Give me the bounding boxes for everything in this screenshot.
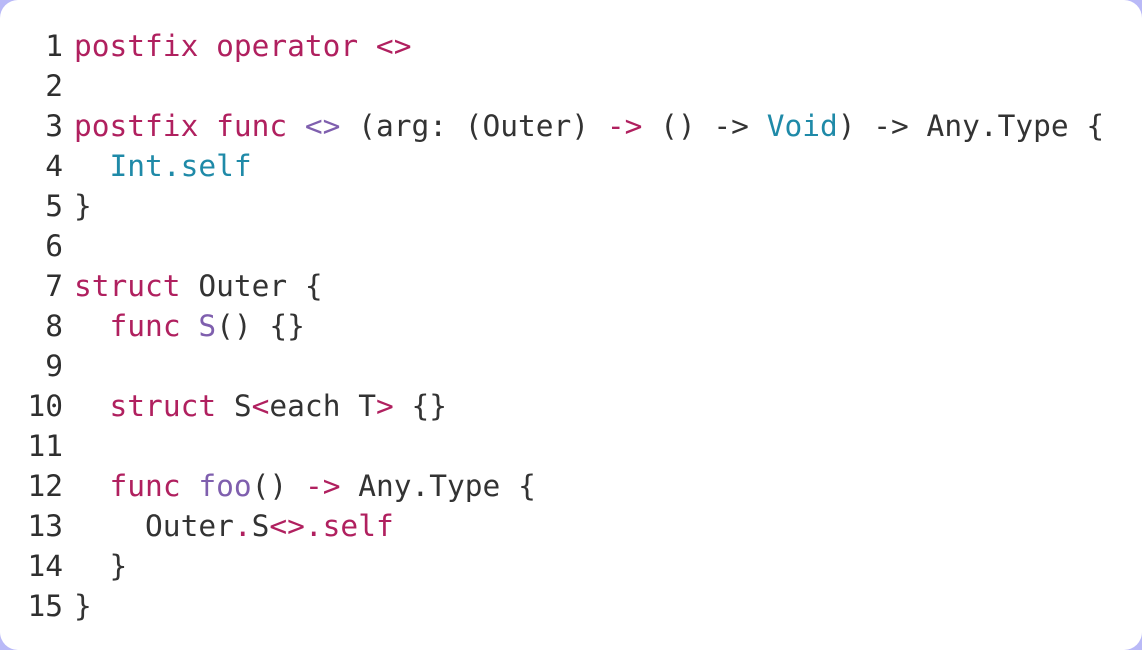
- code-token: Void: [766, 109, 838, 143]
- code-line: 1 postfix operator <>: [0, 26, 1104, 66]
- line-number: 2: [45, 69, 63, 103]
- line-source: postfix operator <>: [74, 26, 411, 66]
- line-number: 9: [45, 349, 63, 383]
- code-token: postfix func: [74, 109, 305, 143]
- code-token: [181, 469, 199, 503]
- line-source: }: [74, 186, 92, 226]
- code-token: <>: [304, 109, 341, 143]
- code-line: 11: [0, 426, 1104, 466]
- code-token: func: [109, 309, 181, 343]
- code-token: .: [233, 509, 252, 543]
- line-source: struct Outer {: [74, 266, 323, 306]
- code-token: S: [216, 389, 252, 423]
- code-token: struct: [74, 269, 181, 303]
- code-token: [74, 469, 110, 503]
- code-line: 14 }: [0, 546, 1104, 586]
- line-source: func foo() -> Any.Type {: [74, 466, 536, 506]
- code-token: [74, 389, 110, 423]
- code-token: ->: [606, 109, 643, 143]
- code-token: [74, 149, 110, 183]
- line-number: 15: [27, 589, 63, 623]
- code-token: (): [251, 469, 305, 503]
- code-token: S: [251, 509, 270, 543]
- code-token: () ->: [642, 109, 767, 143]
- line-number: 7: [45, 269, 63, 303]
- code-token: Outer: [74, 509, 234, 543]
- line-number: 14: [27, 549, 63, 583]
- line-source: func S() {}: [74, 306, 305, 346]
- line-source: Outer.S<>.self: [74, 506, 394, 546]
- line-source: }: [74, 546, 128, 586]
- code-line: 9: [0, 346, 1104, 386]
- line-number: 3: [45, 109, 63, 143]
- line-number: 11: [27, 429, 63, 463]
- line-number: 5: [45, 189, 63, 223]
- code-token: foo: [198, 469, 252, 503]
- code-token: Any.Type {: [340, 469, 536, 503]
- code-token: each T: [269, 389, 376, 423]
- line-source: struct S<each T> {}: [74, 386, 448, 426]
- code-line: 8 func S() {}: [0, 306, 1104, 346]
- code-token: ) -> Any.Type {: [837, 109, 1105, 143]
- code-line: 6: [0, 226, 1104, 266]
- code-token: ->: [304, 469, 341, 503]
- line-source: }: [74, 586, 92, 626]
- line-number: 10: [27, 389, 63, 423]
- line-number: 6: [45, 229, 63, 263]
- code-token: <: [251, 389, 270, 423]
- code-token: }: [74, 189, 92, 223]
- line-number: 4: [45, 149, 63, 183]
- code-token: func: [109, 469, 181, 503]
- code-token: [181, 309, 199, 343]
- code-line: 12 func foo() -> Any.Type {: [0, 466, 1104, 506]
- line-source: Int.self: [74, 146, 252, 186]
- code-line: 10 struct S<each T> {}: [0, 386, 1104, 426]
- code-line: 4 Int.self: [0, 146, 1104, 186]
- code-line: 2: [0, 66, 1104, 106]
- code-line: 7 struct Outer {: [0, 266, 1104, 306]
- code-line: 13 Outer.S<>.self: [0, 506, 1104, 546]
- code-line: 5}: [0, 186, 1104, 226]
- line-source: postfix func <> (arg: (Outer) -> () -> V…: [74, 106, 1104, 146]
- line-number: 13: [27, 509, 63, 543]
- code-token: [74, 309, 110, 343]
- code-token: >: [375, 389, 394, 423]
- line-number: 8: [45, 309, 63, 343]
- code-token: {}: [393, 389, 448, 423]
- code-token: S: [198, 309, 217, 343]
- code-line: 15}: [0, 586, 1104, 626]
- code-line: 3 postfix func <> (arg: (Outer) -> () -> …: [0, 106, 1104, 146]
- code-token: <>.self: [269, 509, 394, 543]
- code-token: Outer {: [180, 269, 323, 303]
- line-number: 12: [27, 469, 63, 503]
- code-token: struct: [109, 389, 217, 423]
- line-number: 1: [45, 29, 63, 63]
- code-token: }: [74, 589, 92, 623]
- code-token: }: [74, 549, 128, 583]
- code-token: postfix operator <>: [74, 29, 412, 63]
- code-token: (arg: (Outer): [340, 109, 607, 143]
- code-token: Int.self: [109, 149, 252, 183]
- code-token: () {}: [216, 309, 305, 343]
